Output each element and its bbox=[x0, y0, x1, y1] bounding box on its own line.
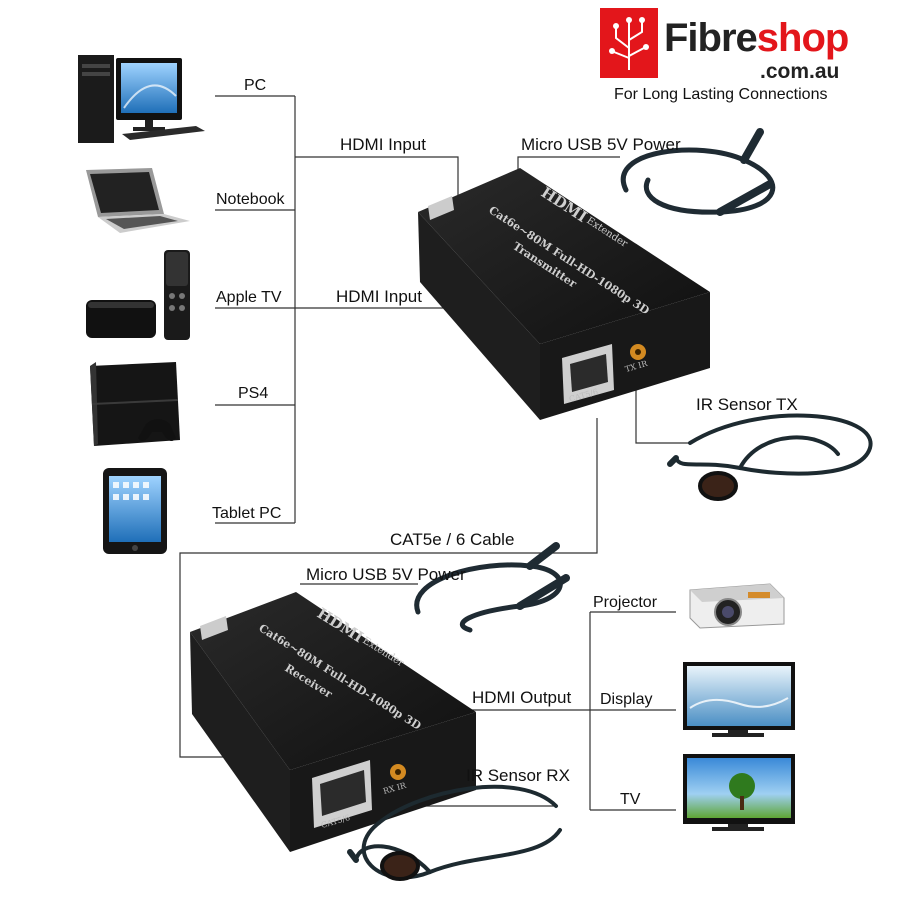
tx-power-label: Micro USB 5V Power bbox=[521, 135, 681, 154]
cat-cable-line bbox=[179, 418, 598, 758]
brand-logo: Fibreshop .com.au For Long Lasting Conne… bbox=[600, 8, 890, 108]
brand-name-part1: Fibre bbox=[664, 16, 758, 60]
tx-ir-sensor-label: IR Sensor TX bbox=[696, 395, 798, 414]
receiver-unit: HDMI Extender Cat6e~80M Full-HD-1080p 3D… bbox=[190, 592, 476, 852]
source-label-ps4: PS4 bbox=[238, 385, 269, 402]
source-label-pc: PC bbox=[244, 77, 267, 94]
output-label-tv: TV bbox=[620, 791, 641, 808]
rx-ir-sensor-label: IR Sensor RX bbox=[466, 766, 570, 785]
hdmi-input-1-line bbox=[295, 156, 459, 195]
receiver-side bbox=[190, 632, 290, 852]
tx-ir-sensor-cable-icon bbox=[667, 413, 873, 501]
cat-cable-label: CAT5e / 6 Cable bbox=[390, 530, 515, 549]
output-label-projector: Projector bbox=[593, 594, 658, 611]
notebook-icon bbox=[86, 168, 190, 233]
projector-icon bbox=[689, 583, 785, 629]
ps4-console-icon bbox=[90, 362, 180, 446]
brand-tagline: For Long Lasting Connections bbox=[614, 86, 828, 103]
brand-domain: .com.au bbox=[760, 60, 840, 83]
circuit-tree-icon bbox=[600, 8, 658, 78]
apple-tv-icon bbox=[86, 250, 190, 340]
source-label-appletv: Apple TV bbox=[216, 289, 282, 306]
tx-ir-line bbox=[635, 372, 690, 444]
tablet-icon bbox=[103, 468, 167, 554]
rx-ir-sensor-cable-icon bbox=[347, 784, 562, 881]
tx-usb-cable-icon bbox=[620, 128, 776, 216]
transmitter-side bbox=[418, 212, 540, 420]
cat-cable-usb-icon bbox=[414, 542, 570, 633]
tx-hdmi-input-2-label: HDMI Input bbox=[336, 287, 422, 306]
source-label-tablet: Tablet PC bbox=[212, 505, 282, 522]
receiver-top bbox=[190, 592, 476, 770]
rx-power-label: Micro USB 5V Power bbox=[306, 565, 466, 584]
brand-name: Fibreshop bbox=[664, 16, 850, 60]
source-label-notebook: Notebook bbox=[216, 191, 285, 208]
output-label-display: Display bbox=[600, 691, 653, 708]
monitor-display-icon bbox=[683, 662, 795, 737]
tv-icon bbox=[683, 754, 795, 831]
desktop-pc-icon bbox=[78, 55, 205, 143]
transmitter-top bbox=[418, 168, 710, 344]
brand-name-part2: shop bbox=[756, 16, 850, 60]
rx-hdmi-output-label: HDMI Output bbox=[472, 688, 572, 707]
tx-hdmi-input-1-label: HDMI Input bbox=[340, 135, 426, 154]
